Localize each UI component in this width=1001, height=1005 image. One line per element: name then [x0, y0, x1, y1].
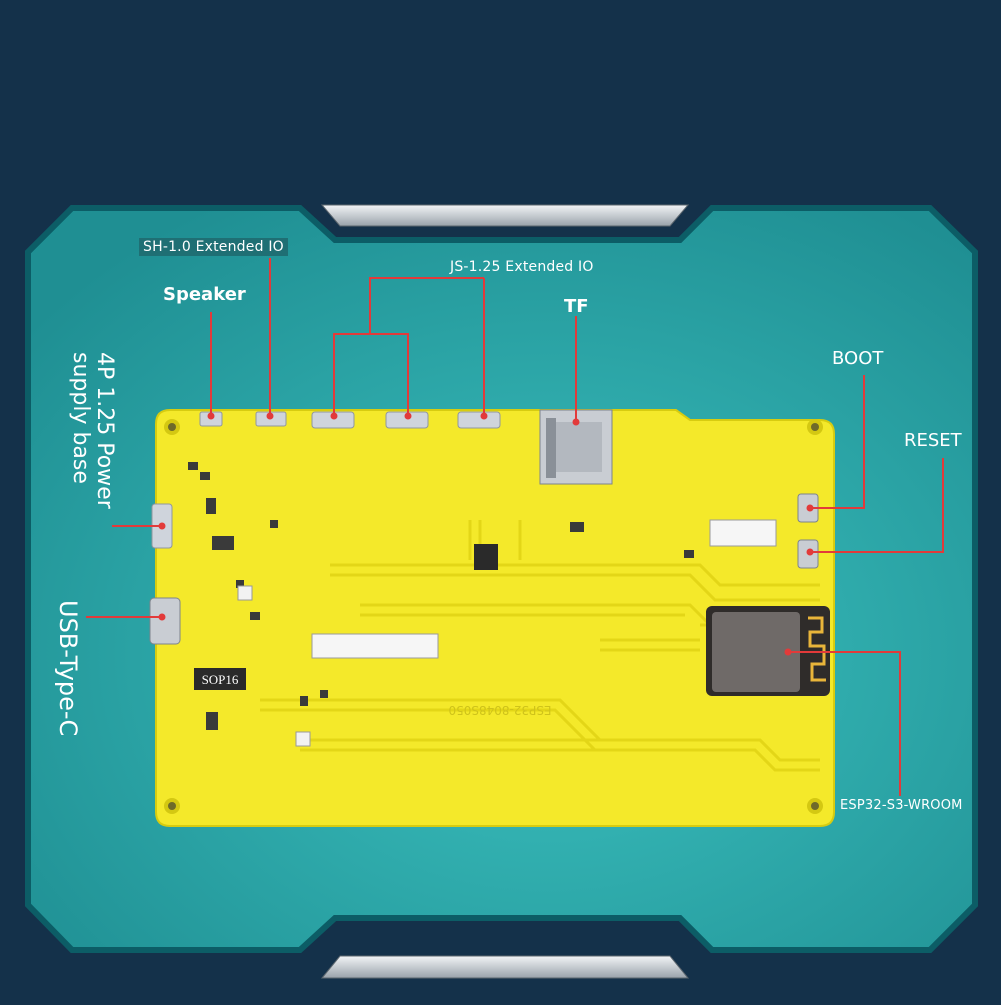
center-chip: [474, 544, 498, 570]
top-connectors: [199, 411, 501, 429]
small-white-part-2: [295, 731, 311, 747]
power-label-line1: 4P 1.25 Power: [92, 352, 117, 509]
sop16-chip: [194, 668, 246, 690]
js-io-bracket-inner: [333, 333, 409, 416]
esp-label: ESP32-S3-WROOM: [840, 798, 963, 813]
js-io-bracket-outer: [369, 277, 484, 334]
usb-label: USB-Type-C: [54, 600, 82, 737]
esp32-module: [706, 606, 830, 696]
board-model-marking: ESP32-8048S050: [448, 703, 551, 717]
power-label-line2: supply base: [68, 352, 93, 484]
leader-lines: [86, 258, 944, 796]
boot-leader: [810, 375, 865, 509]
power-label: 4P 1.25 Power supply base: [68, 352, 117, 509]
fpc-connector: [311, 633, 439, 659]
js-io-connector-3: [457, 411, 501, 429]
top-metal-bar: [320, 204, 690, 227]
tf-label: TF: [564, 296, 589, 317]
leader-dots: [158, 412, 814, 656]
reset-label: RESET: [904, 430, 962, 451]
pcb-board: [155, 409, 835, 827]
mounting-holes: [164, 419, 823, 814]
usb-c-port: [149, 597, 181, 645]
fpc-connector-right: [709, 519, 777, 547]
pcb-traces: [260, 520, 820, 772]
small-white-part-1: [237, 585, 253, 601]
boot-label: BOOT: [832, 348, 884, 369]
js-io-label: JS-1.25 Extended IO: [450, 259, 594, 275]
esp-leader: [788, 651, 901, 796]
small-components: [188, 462, 694, 730]
speaker-label: Speaker: [163, 284, 246, 305]
reset-leader: [810, 458, 944, 553]
bottom-metal-bar: [320, 955, 690, 979]
sh-io-label: SH-1.0 Extended IO: [139, 238, 288, 256]
sop16-marking: SOP16: [202, 672, 239, 687]
